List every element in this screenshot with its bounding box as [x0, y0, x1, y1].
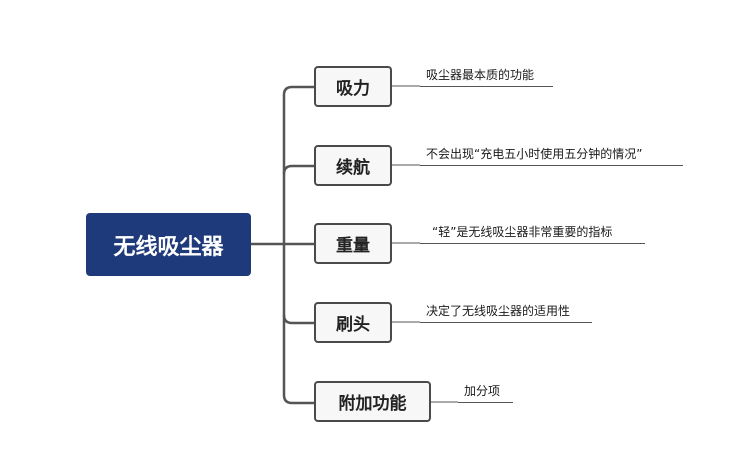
leaf-underline — [420, 165, 683, 166]
leaf-topic-extra-features[interactable]: 加分项 — [464, 384, 501, 398]
branch-topic-label: 吸力 — [336, 79, 370, 99]
branch-topic-brush-head[interactable]: 刷头 — [314, 302, 392, 343]
branch-topic-label: 重量 — [336, 236, 370, 256]
leaf-underline — [420, 322, 592, 323]
leaf-topic-battery-life[interactable]: 不会出现“充电五小时使用五分钟的情况” — [426, 147, 643, 161]
branch-topic-battery-life[interactable]: 续航 — [314, 145, 392, 186]
branch-topic-label: 刷头 — [336, 315, 370, 335]
leaf-underline — [458, 402, 513, 403]
branch-topic-label: 附加功能 — [338, 394, 407, 414]
branch-connector-2 — [282, 164, 314, 175]
branch-connector-4 — [282, 314, 314, 325]
leaf-topic-suction[interactable]: 吸尘器最本质的功能 — [426, 68, 535, 82]
branch-topic-extra-features[interactable]: 附加功能 — [314, 381, 431, 422]
root-topic-label: 无线吸尘器 — [113, 234, 224, 260]
branch-topic-label: 续航 — [336, 158, 370, 178]
branch-topic-suction[interactable]: 吸力 — [314, 66, 392, 107]
leaf-topic-brush-head[interactable]: 决定了无线吸尘器的适用性 — [426, 304, 571, 318]
branch-topic-weight[interactable]: 重量 — [314, 223, 392, 264]
root-topic[interactable]: 无线吸尘器 — [86, 213, 251, 276]
leaf-topic-weight[interactable]: “轻”是无线吸尘器非常重要的指标 — [432, 225, 613, 239]
leaf-underline — [420, 86, 553, 87]
leaf-underline — [420, 243, 645, 244]
